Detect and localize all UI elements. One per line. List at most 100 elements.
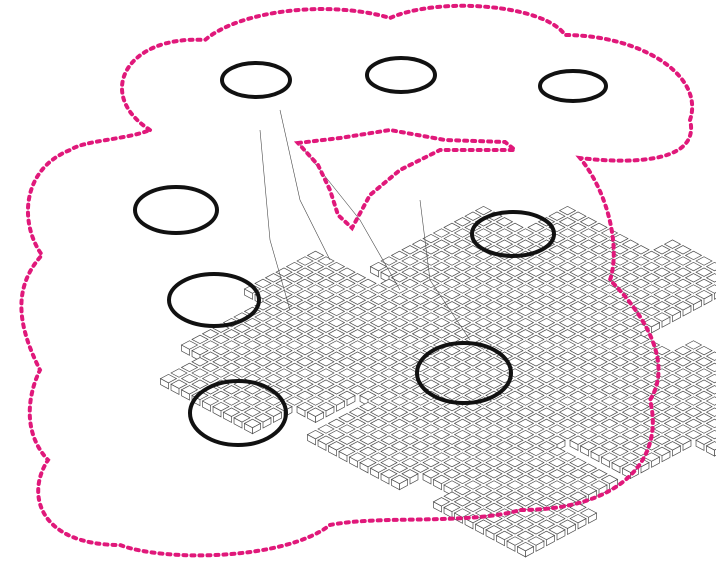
marker-ring xyxy=(540,71,606,101)
block-tile xyxy=(591,436,607,445)
block-tile xyxy=(329,285,345,294)
block-tile xyxy=(560,218,576,227)
block-tile xyxy=(707,408,716,417)
block-tile xyxy=(423,458,439,467)
block-tile xyxy=(392,397,408,406)
block-tile xyxy=(665,296,681,305)
block-tile xyxy=(675,346,691,355)
block-tile xyxy=(497,296,513,305)
block-tile xyxy=(360,290,376,299)
block-tile xyxy=(612,335,628,344)
block-tile xyxy=(381,369,397,378)
block-tile xyxy=(350,352,366,361)
block-tile xyxy=(528,257,544,266)
block-tile xyxy=(203,341,219,350)
block-tile xyxy=(665,386,681,395)
block-tile xyxy=(707,285,716,294)
block-tile xyxy=(560,274,576,283)
block-tile xyxy=(549,335,565,344)
block-tile xyxy=(602,397,618,406)
block-tile xyxy=(486,313,502,322)
block-tile xyxy=(465,391,481,400)
block-tile xyxy=(402,391,418,400)
block-tile xyxy=(465,212,481,221)
block-tile xyxy=(423,358,439,367)
block-tile xyxy=(539,408,555,417)
block-tile xyxy=(675,268,691,277)
block-tile xyxy=(570,346,586,355)
block-tile xyxy=(675,246,691,255)
block-tile xyxy=(192,358,208,367)
block-tile xyxy=(476,352,492,361)
block-tile xyxy=(444,279,460,288)
block-tile xyxy=(371,453,387,462)
block-tile xyxy=(308,352,324,361)
block-tile xyxy=(402,324,418,333)
block-tile xyxy=(234,369,250,378)
block-tile xyxy=(549,212,565,221)
block-tile xyxy=(455,251,471,260)
block-tile xyxy=(602,430,618,439)
block-tile xyxy=(623,397,639,406)
block-tile xyxy=(371,307,387,316)
block-tile xyxy=(560,419,576,428)
block-tile xyxy=(255,335,271,344)
block-tile xyxy=(444,436,460,445)
block-tile xyxy=(507,335,523,344)
block-tile xyxy=(434,307,450,316)
block-tile xyxy=(486,470,502,479)
block-tile xyxy=(308,397,324,406)
block-tile xyxy=(339,290,355,299)
block-tile xyxy=(203,374,219,383)
block-tile xyxy=(486,481,502,490)
block-tile xyxy=(591,290,607,299)
block-tile xyxy=(245,363,261,372)
block-tile xyxy=(686,262,702,271)
block-tile xyxy=(696,380,712,389)
block-tile xyxy=(444,380,460,389)
block-tile xyxy=(518,464,534,473)
block-tile xyxy=(402,279,418,288)
block-tile xyxy=(339,346,355,355)
block-tile xyxy=(413,285,429,294)
block-tile xyxy=(360,402,376,411)
block-tile xyxy=(392,419,408,428)
block-tile xyxy=(339,268,355,277)
block-tile xyxy=(570,223,586,232)
block-tile xyxy=(255,313,271,322)
block-tile xyxy=(497,408,513,417)
block-tile xyxy=(528,481,544,490)
block-tile xyxy=(381,414,397,423)
block-tile xyxy=(476,285,492,294)
block-tile xyxy=(581,318,597,327)
block-tile xyxy=(318,380,334,389)
block-tile xyxy=(413,397,429,406)
block-tile xyxy=(507,481,523,490)
block-tile xyxy=(633,279,649,288)
block-tile xyxy=(476,442,492,451)
block-tile xyxy=(486,324,502,333)
block-tile xyxy=(255,279,271,288)
block-tile xyxy=(413,442,429,451)
block-tile xyxy=(350,430,366,439)
block-tile xyxy=(654,246,670,255)
block-tile xyxy=(507,268,523,277)
block-tile xyxy=(402,380,418,389)
block-tile xyxy=(434,318,450,327)
block-tile xyxy=(465,279,481,288)
block-tile xyxy=(602,374,618,383)
block-tile xyxy=(539,486,555,495)
block-tile xyxy=(423,313,439,322)
block-tile xyxy=(602,352,618,361)
block-tile xyxy=(392,374,408,383)
block-tile xyxy=(497,229,513,238)
block-tile xyxy=(287,285,303,294)
block-tile xyxy=(413,262,429,271)
block-tile xyxy=(612,313,628,322)
block-tile xyxy=(329,296,345,305)
block-tile xyxy=(612,447,628,456)
block-tile xyxy=(360,414,376,423)
block-tile xyxy=(665,251,681,260)
block-tile xyxy=(350,296,366,305)
